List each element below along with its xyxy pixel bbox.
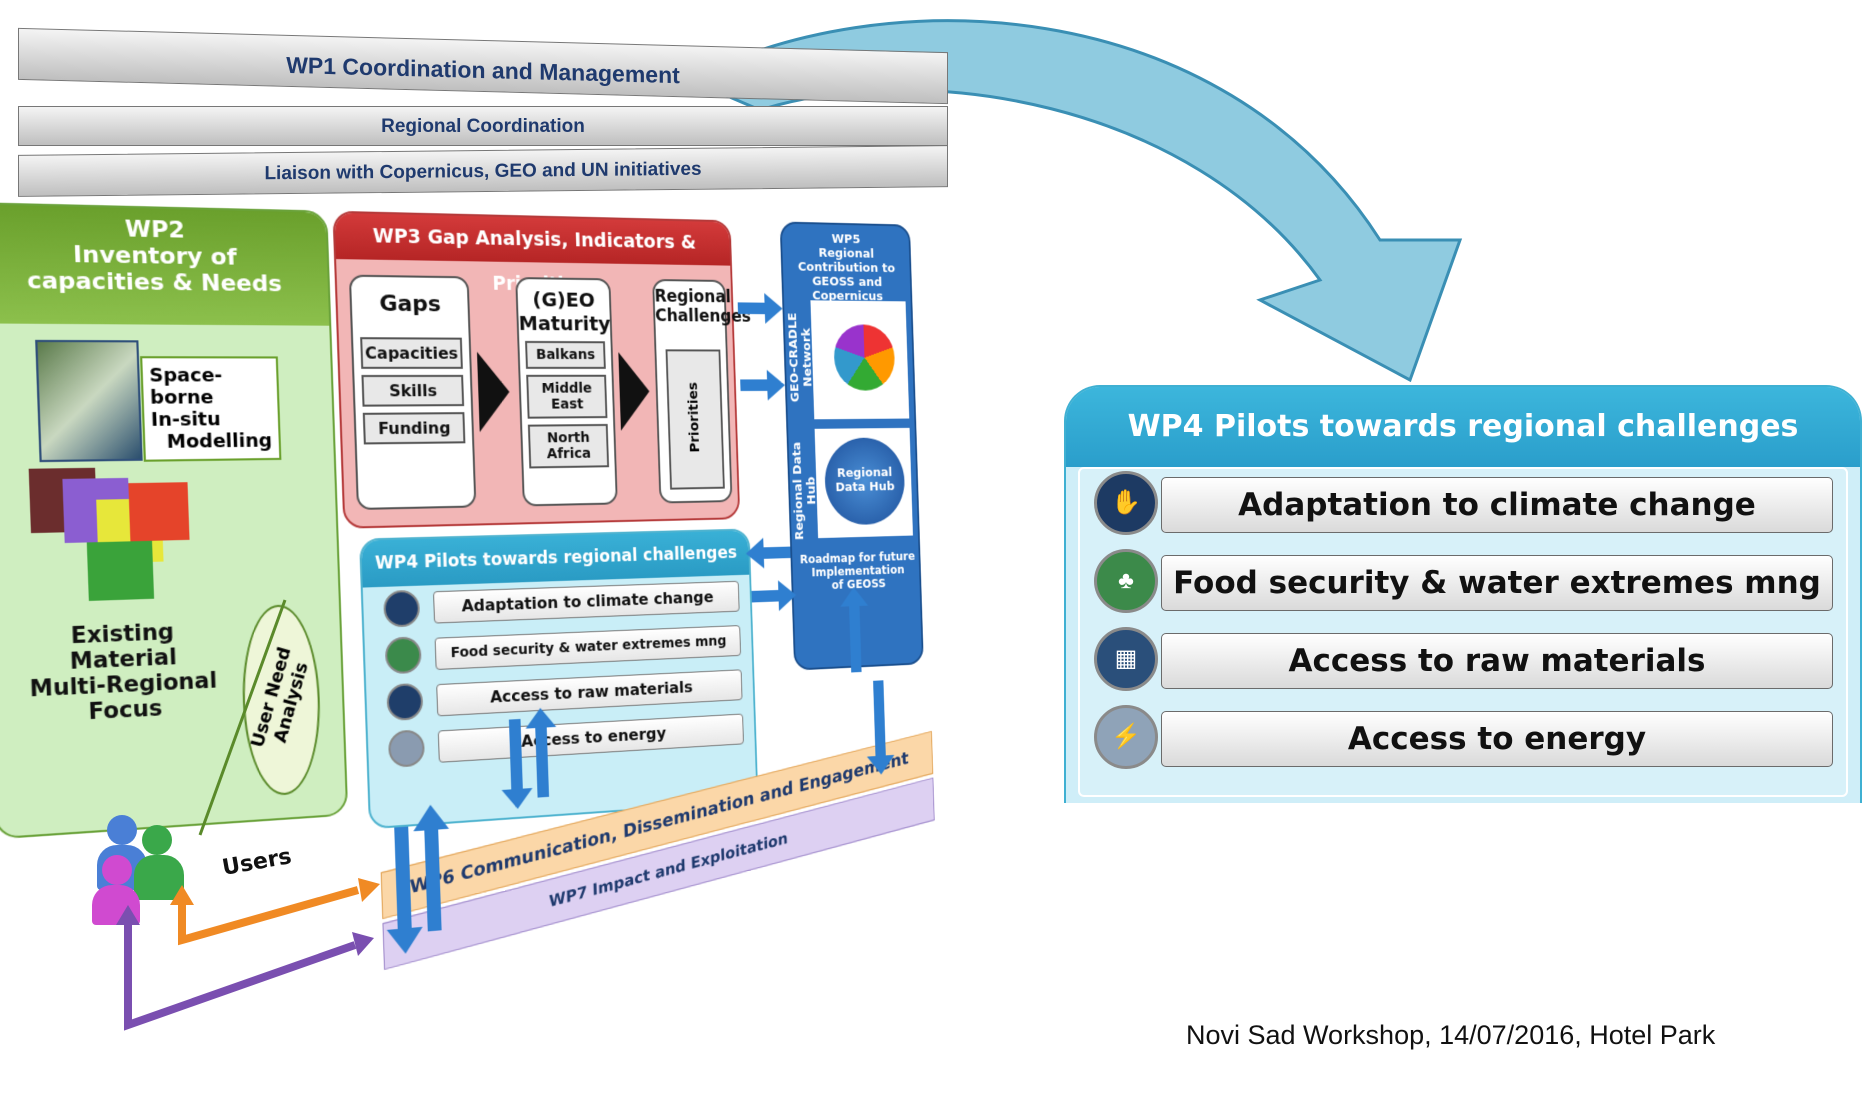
orange-arrow-head (358, 878, 380, 902)
tilted-work-package-diagram: WP2 Inventory of capacities & Needs Spac… (0, 202, 935, 970)
footer-caption: Novi Sad Workshop, 14/07/2016, Hotel Par… (1186, 1020, 1716, 1050)
wp4-zoom-label-food: Food security & water extremes mng (1161, 555, 1833, 611)
users-feedback-arrows (116, 599, 380, 1031)
wp4-zoom-label-energy: Access to energy (1161, 711, 1833, 767)
food-water-icon: ♣ (1094, 549, 1158, 613)
wp1-regional-coordination-bar: Regional Coordination (18, 106, 948, 146)
energy-icon: ⚡ (1094, 705, 1158, 769)
flow-arrows (383, 292, 895, 956)
raw-materials-icon: ▦ (1094, 627, 1158, 691)
purple-arrow-up-head (116, 905, 140, 925)
wp4-zoom-header: WP4 Pilots towards regional challenges (1066, 387, 1860, 467)
orange-arrow-line (178, 886, 360, 946)
arrow-right-1 (737, 292, 783, 324)
wp4-zoom-panel: WP4 Pilots towards regional challenges ✋… (1064, 385, 1862, 803)
climate-hands-icon: ✋ (1094, 471, 1158, 535)
user-need-pointer (198, 599, 287, 836)
wp4-zoom-row-energy: ⚡ Access to energy (1066, 705, 1860, 783)
wp4-zoom-label-adaptation: Adaptation to climate change (1161, 477, 1833, 533)
purple-arrow-head (352, 932, 374, 956)
purple-arrow-line (124, 920, 357, 1031)
wp4-zoom-row-food: ♣ Food security & water extremes mng (1066, 549, 1860, 627)
wp4-zoom-row-raw: ▦ Access to raw materials (1066, 627, 1860, 705)
arrow-down-2 (499, 718, 534, 810)
wp4-zoom-row-adaptation: ✋ Adaptation to climate change (1066, 471, 1860, 549)
orange-arrow-up-head (170, 885, 194, 905)
wp4-zoom-label-raw: Access to raw materials (1161, 633, 1833, 689)
